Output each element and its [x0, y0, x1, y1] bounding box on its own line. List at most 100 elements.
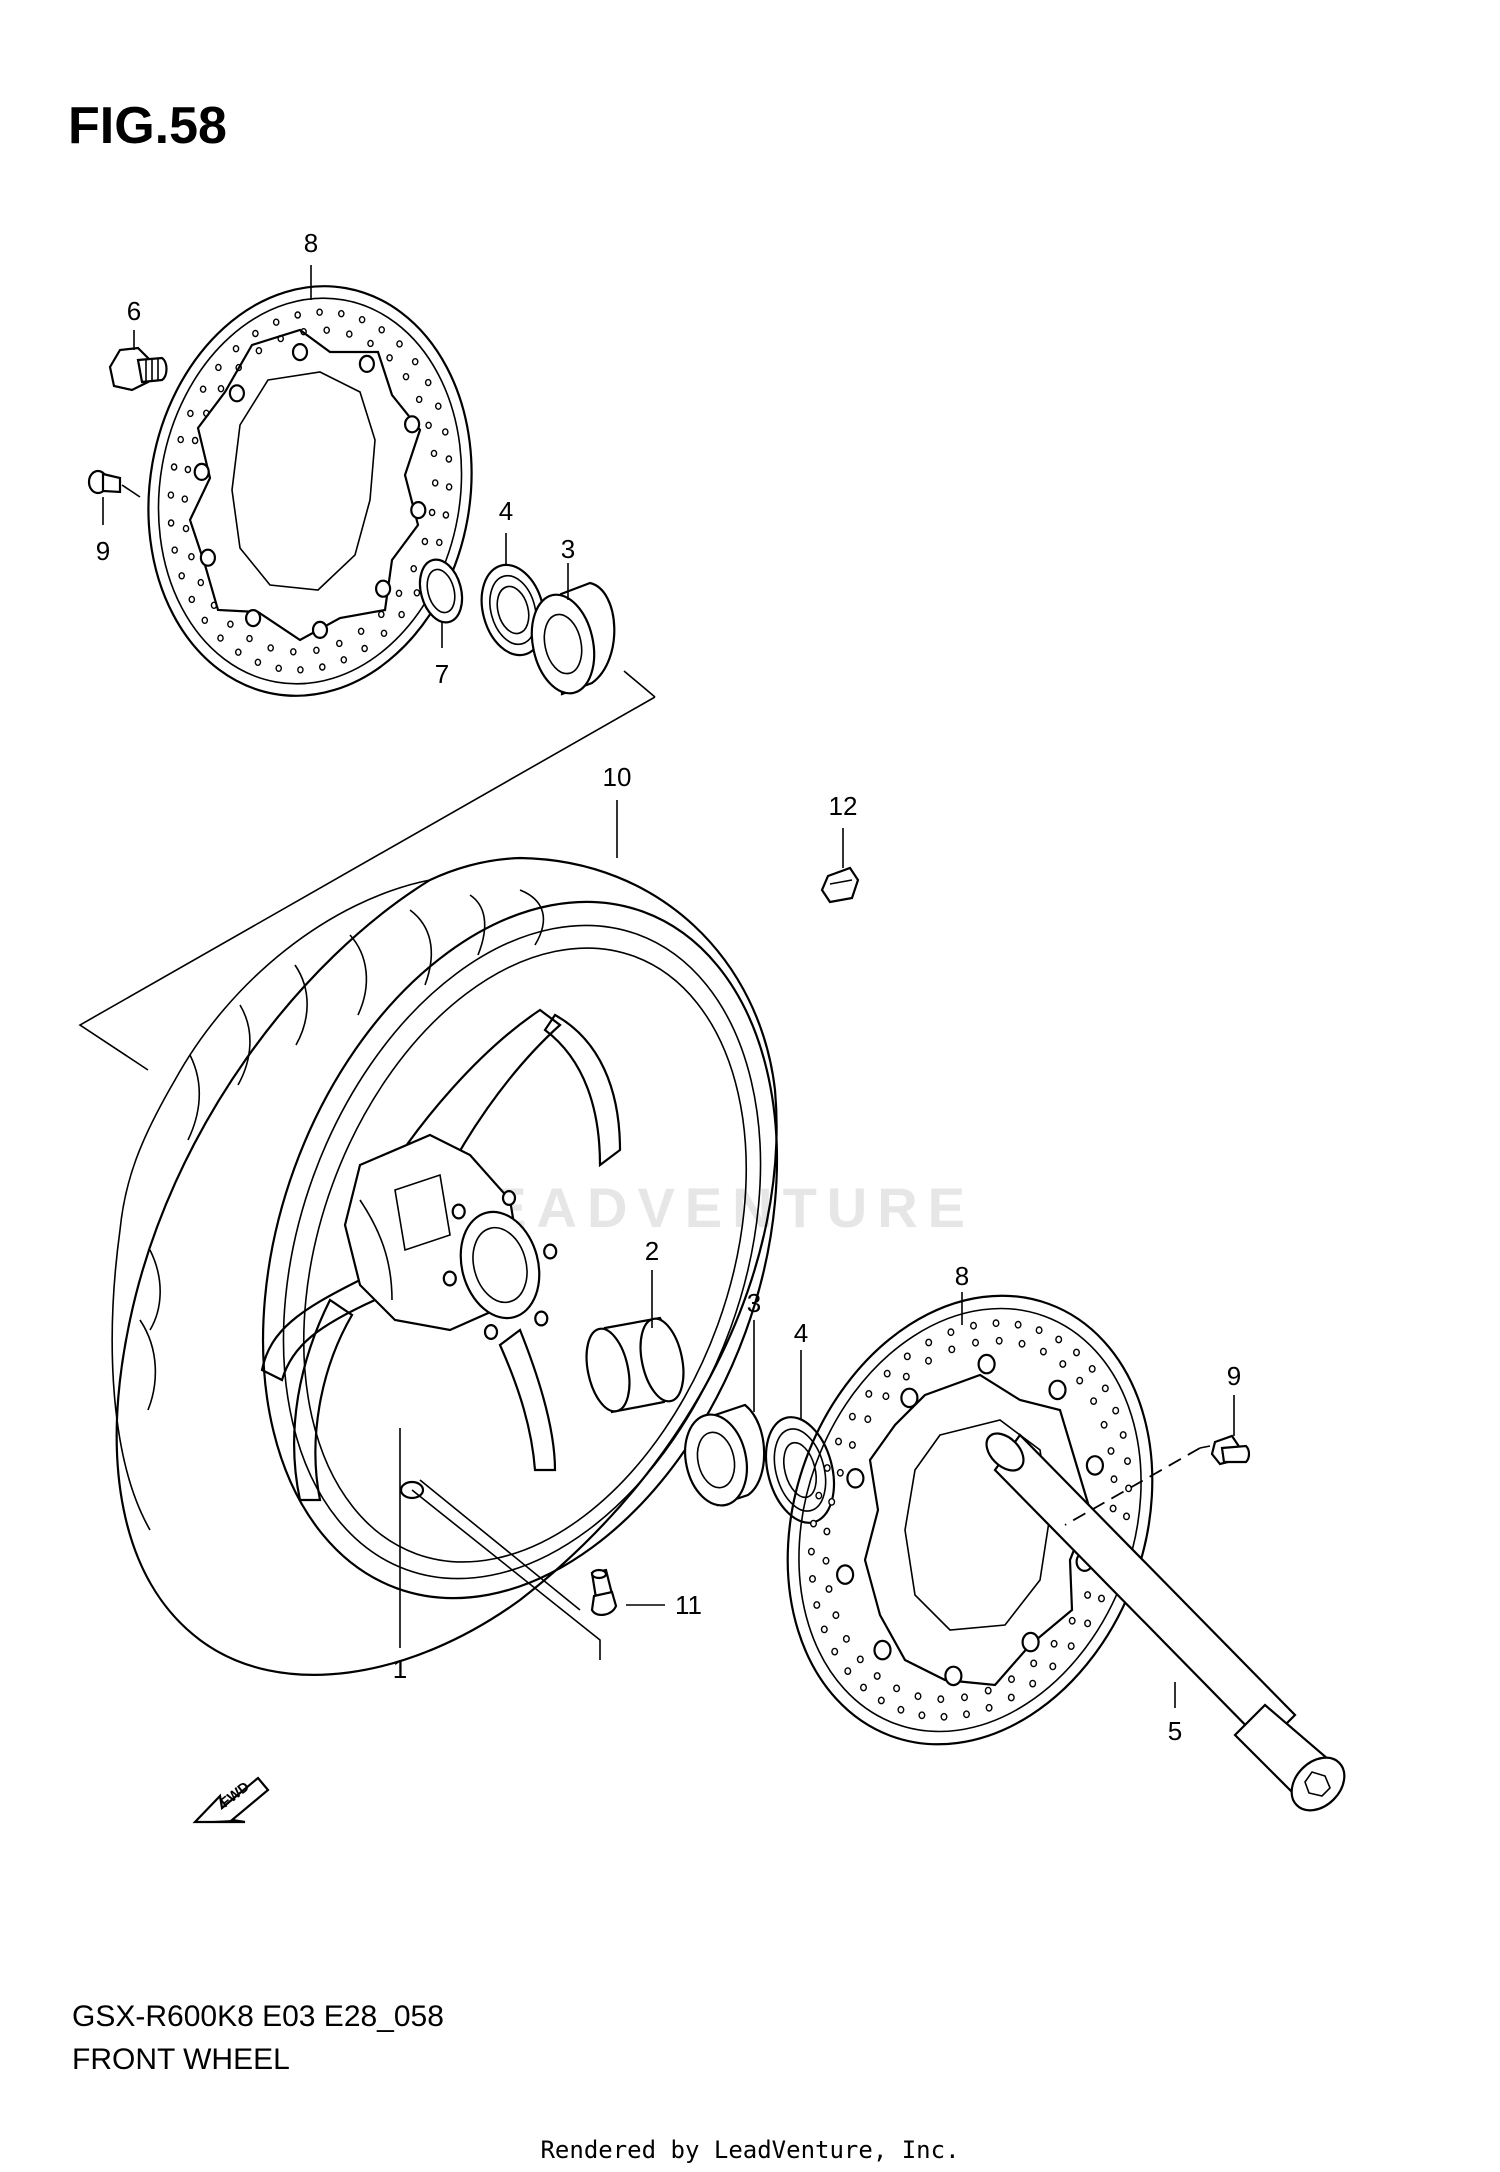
disc-float-button: [311, 620, 329, 640]
bearing-lower[interactable]: [677, 1403, 766, 1511]
disc-vent-hole: [947, 1328, 955, 1337]
disc-vent-hole: [940, 1712, 948, 1721]
disc-vent-hole: [877, 1696, 885, 1705]
disc-float-button: [410, 501, 427, 520]
footer-credit: Rendered by LeadVenture, Inc.: [540, 2136, 960, 2164]
disc-vent-hole: [441, 428, 449, 436]
disc-vent-hole: [1035, 1326, 1043, 1335]
callout-8-upper-disc: 8: [304, 228, 318, 258]
disc-vent-hole: [865, 1390, 873, 1398]
disc-float-button: [375, 579, 392, 598]
disc-vent-hole: [337, 310, 345, 318]
disc-screw-upper[interactable]: [87, 469, 141, 498]
screw-leader: [1199, 1445, 1211, 1449]
disc-vent-hole: [167, 519, 175, 527]
disc-vent-hole: [1039, 1347, 1047, 1356]
disc-vent-hole: [182, 524, 190, 533]
disc-vent-hole: [361, 644, 368, 653]
figure-title: FIG.58: [68, 97, 227, 155]
disc-vent-hole: [992, 1319, 1000, 1328]
disc-vent-hole: [1076, 1376, 1084, 1385]
disc-vent-hole: [1008, 1675, 1016, 1684]
disc-vent-hole: [323, 326, 331, 334]
disc-vent-hole: [1014, 1320, 1022, 1329]
disc-vent-hole: [232, 345, 240, 353]
hub-bolt-boss: [442, 1270, 457, 1287]
disc-vent-hole: [378, 326, 386, 334]
disc-float-button: [1085, 1455, 1105, 1476]
disc-vent-hole: [246, 634, 253, 643]
disc-vent-hole: [1119, 1431, 1127, 1439]
hub-bolt-boss: [483, 1323, 499, 1340]
disc-vent-hole: [431, 479, 439, 487]
disc-vent-hole: [227, 620, 234, 628]
callout-12-clip: 12: [829, 791, 858, 821]
disc-vent-hole: [842, 1635, 850, 1643]
disc-vent-hole: [413, 589, 421, 597]
disc-vent-hole: [1090, 1397, 1098, 1406]
disc-vent-hole: [445, 483, 453, 491]
disc-float-button: [245, 608, 262, 628]
disc-vent-hole: [1018, 1339, 1026, 1348]
disc-bolt-large[interactable]: [108, 346, 168, 392]
front-wheel-assembly[interactable]: [111, 830, 868, 1676]
lower-brake-disc[interactable]: [727, 1244, 1213, 1796]
upper-brake-disc[interactable]: [117, 260, 504, 721]
hub-bolt-boss: [534, 1310, 549, 1327]
balance-weight-clip[interactable]: [820, 866, 860, 904]
disc-vent-hole: [832, 1611, 840, 1620]
callout-11-valve: 11: [675, 1590, 702, 1620]
disc-vent-hole: [181, 495, 189, 503]
disc-float-button: [291, 343, 309, 362]
disc-vent-hole: [882, 1392, 890, 1401]
disc-vent-hole: [810, 1519, 818, 1528]
disc-vent-hole: [316, 308, 323, 316]
disc-vent-hole: [807, 1547, 815, 1556]
hub-bolt-boss: [451, 1203, 466, 1220]
disc-float-button: [358, 354, 375, 373]
disc-vent-hole: [1097, 1594, 1105, 1603]
callout-8-lower-disc: 8: [955, 1261, 969, 1291]
bearing-upper[interactable]: [523, 581, 616, 699]
disc-vent-hole: [340, 656, 348, 664]
disc-vent-hole: [377, 610, 385, 619]
disc-vent-hole: [815, 1491, 823, 1500]
disc-float-button: [944, 1665, 963, 1687]
disc-float-button: [977, 1353, 996, 1375]
disc-vent-hole: [415, 395, 423, 404]
callout-6-bolt: 6: [127, 296, 141, 326]
disc-float-button: [835, 1564, 855, 1585]
disc-vent-hole: [1112, 1406, 1120, 1415]
disc-vent-hole: [367, 339, 374, 348]
disc-float-button: [873, 1639, 892, 1661]
disc-vent-hole: [1084, 1619, 1092, 1628]
tire-valve[interactable]: [590, 1568, 618, 1616]
disc-vent-hole: [313, 646, 320, 654]
disc-vent-hole: [1084, 1591, 1092, 1599]
model-code: GSX-R600K8 E03 E28_058: [72, 2000, 444, 2033]
disc-vent-hole: [822, 1556, 830, 1565]
disc-vent-hole: [828, 1498, 836, 1506]
disc-screw-lower[interactable]: [1210, 1434, 1251, 1466]
disc-vent-hole: [435, 538, 443, 547]
disc-vent-hole: [191, 436, 199, 445]
disc-vent-hole: [434, 402, 442, 410]
callout-3-lower-bearing: 3: [747, 1288, 761, 1318]
front-axle[interactable]: [980, 1427, 1355, 1821]
disc-vent-hole: [823, 1464, 831, 1472]
disc-vent-hole: [848, 1441, 856, 1449]
disc-vent-hole: [386, 354, 393, 362]
spacer-tube[interactable]: [580, 1315, 691, 1415]
disc-vent-hole: [410, 565, 418, 573]
callout-labels: 8 6 9 4 3 7 10 12 2 3 4 8 9 11 1 5: [96, 228, 1241, 1746]
disc-vent-hole: [893, 1684, 901, 1693]
disc-vent-hole: [883, 1369, 891, 1378]
spacer-collar[interactable]: [413, 555, 468, 627]
assembly-name: FRONT WHEEL: [72, 2043, 290, 2076]
disc-vent-hole: [255, 347, 263, 355]
disc-vent-hole: [380, 629, 388, 637]
disc-vent-hole: [873, 1672, 881, 1680]
disc-vent-hole: [421, 537, 429, 546]
disc-vent-hole: [985, 1703, 993, 1712]
